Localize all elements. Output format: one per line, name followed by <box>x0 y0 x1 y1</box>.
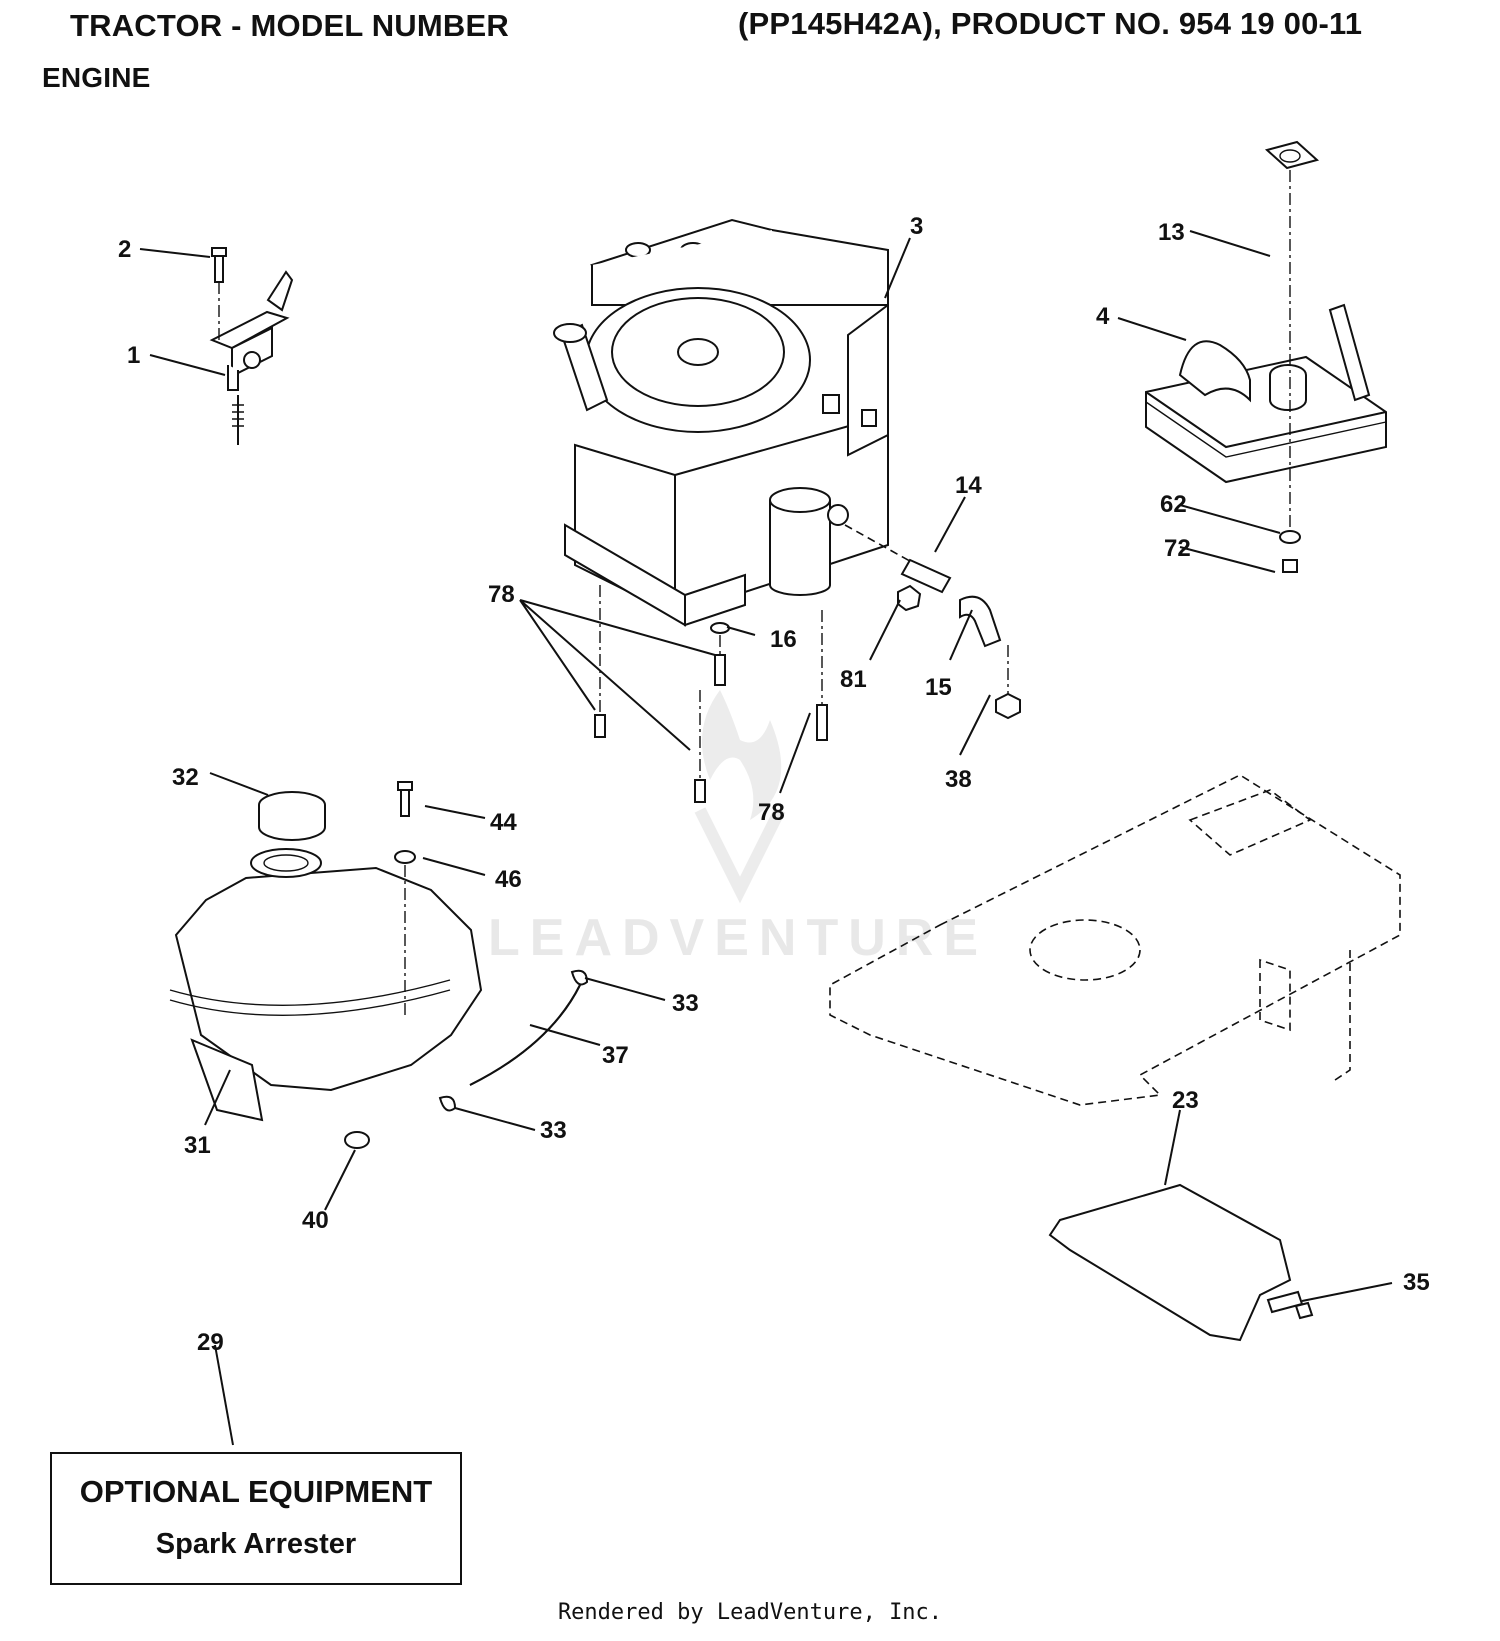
fitting-assembly <box>844 524 1021 720</box>
callout-15: 15 <box>925 674 952 701</box>
mounting-bolts <box>594 585 828 803</box>
callout-32: 32 <box>172 764 199 791</box>
callout-numbers: 2 1 3 13 4 14 62 72 78 16 81 15 38 78 32… <box>118 213 1430 1356</box>
callout-13: 13 <box>1158 219 1185 246</box>
callout-14: 14 <box>955 472 982 499</box>
watermark-text: LEADVENTURE <box>488 909 988 967</box>
fuel-line-assembly <box>344 969 589 1149</box>
callout-3: 3 <box>910 213 923 240</box>
flame-logo-icon <box>702 690 782 820</box>
callout-46: 46 <box>495 866 522 893</box>
callout-81: 81 <box>840 666 867 693</box>
callout-38: 38 <box>945 766 972 793</box>
callout-31: 31 <box>184 1132 211 1159</box>
optional-equipment-title: OPTIONAL EQUIPMENT <box>79 1474 433 1509</box>
optional-equipment-box: OPTIONAL EQUIPMENT Spark Arrester <box>50 1452 462 1585</box>
footer-credit: Rendered by LeadVenture, Inc. <box>557 1600 943 1625</box>
throttle-control <box>209 247 294 445</box>
callout-37: 37 <box>602 1042 629 1069</box>
callout-33-upper: 33 <box>672 990 699 1017</box>
callout-78-lower: 78 <box>758 799 785 826</box>
callout-35: 35 <box>1403 1269 1430 1296</box>
callout-1: 1 <box>127 342 140 369</box>
muffler-assembly <box>1145 140 1387 573</box>
product-number: (PP145H42A), PRODUCT NO. 954 19 00-11 <box>738 6 1363 41</box>
optional-equipment-item: Spark Arrester <box>155 1528 357 1560</box>
callout-23: 23 <box>1172 1087 1199 1114</box>
diagram-title: TRACTOR - MODEL NUMBER <box>70 8 509 43</box>
callout-2: 2 <box>118 236 131 263</box>
leader-lines <box>139 230 1393 1446</box>
callout-62: 62 <box>1160 491 1187 518</box>
callout-4: 4 <box>1096 303 1110 330</box>
callout-29: 29 <box>197 1329 224 1356</box>
watermark-v-icon <box>694 807 786 904</box>
callout-78-upper: 78 <box>488 581 515 608</box>
fuel-tank-assembly <box>169 781 483 1122</box>
chassis-frame <box>829 774 1401 1106</box>
heat-shield <box>1048 1183 1314 1342</box>
callout-44: 44 <box>490 809 517 836</box>
section-title: ENGINE <box>42 62 151 93</box>
callout-40: 40 <box>302 1207 329 1234</box>
engine-assembly <box>553 218 889 627</box>
callout-72: 72 <box>1164 535 1191 562</box>
watermark: LEADVENTURE <box>488 690 988 967</box>
callout-33-lower: 33 <box>540 1117 567 1144</box>
callout-16: 16 <box>770 626 797 653</box>
